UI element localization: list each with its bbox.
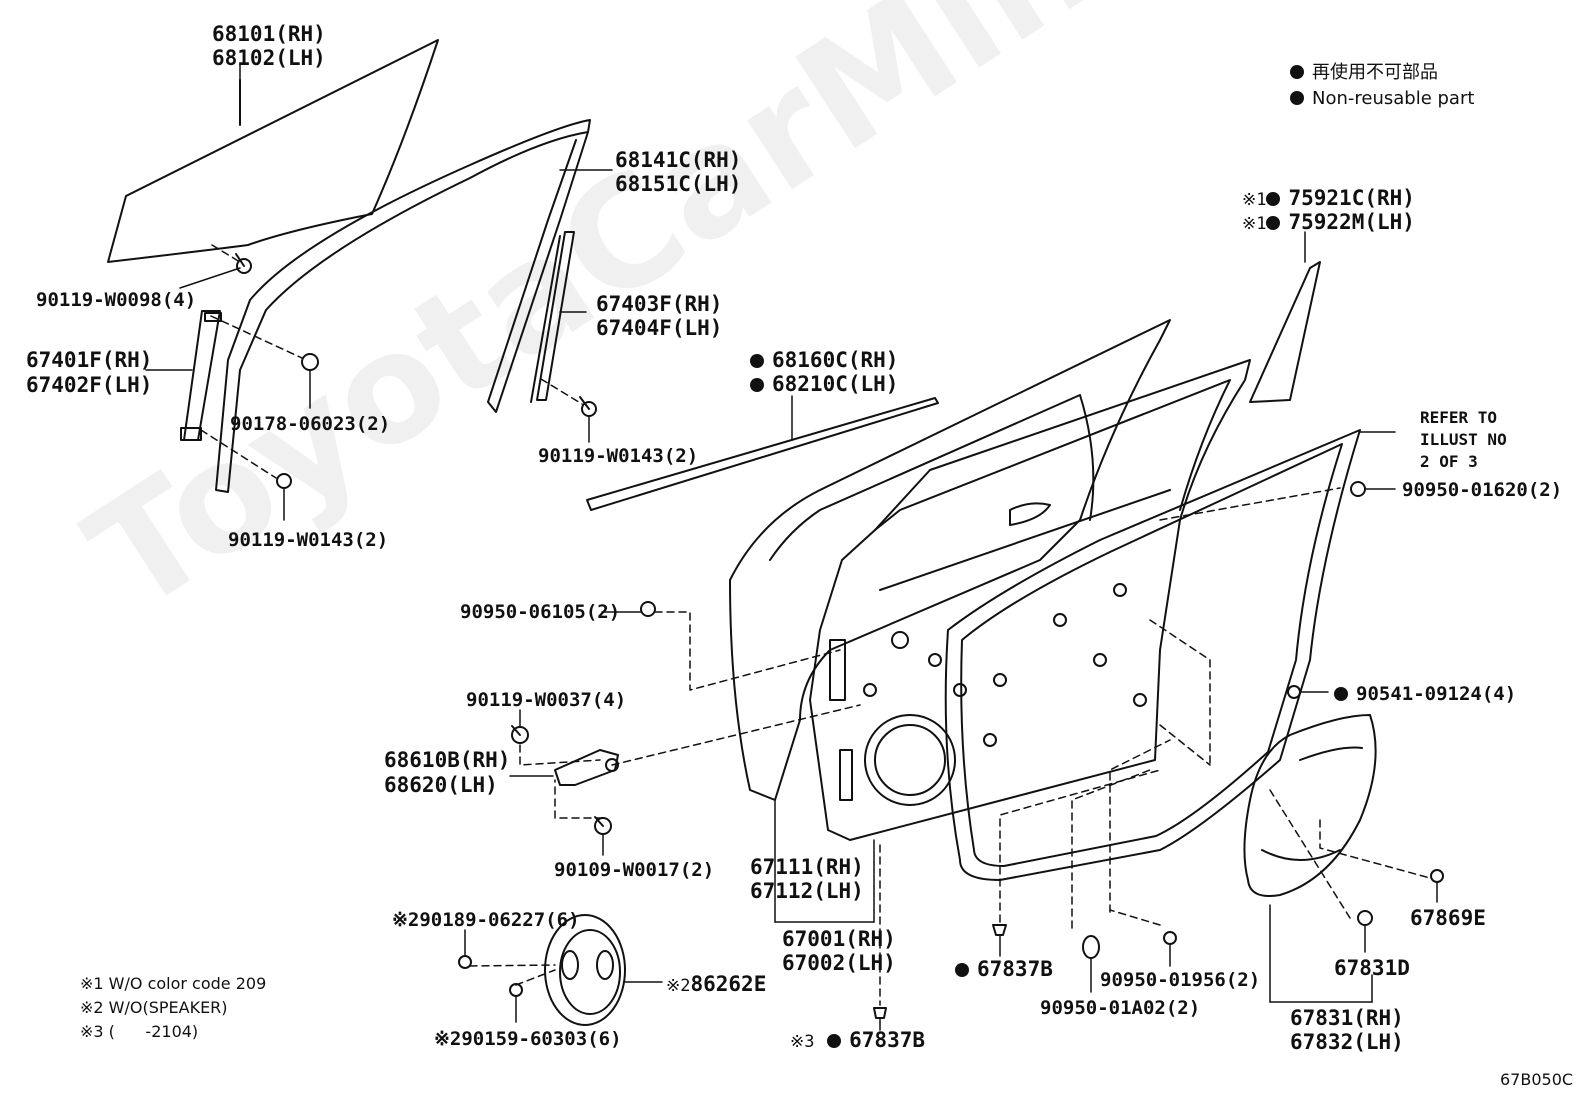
label-speaker[interactable]: ※286262E <box>666 972 767 996</box>
non-reusable-dot-icon <box>955 963 969 977</box>
non-reusable-dot-icon <box>1334 687 1348 701</box>
door-inner-panel-drawing <box>809 359 1251 841</box>
label-rear-channel-lh[interactable]: 67404F(LH) <box>596 316 723 340</box>
note-2: ※2 W/O(SPEAKER) <box>80 998 228 1017</box>
legend-jp: 再使用不可部品 <box>1290 60 1438 86</box>
label-nut-06023[interactable]: 90178-06023(2) <box>230 413 391 435</box>
dashed-guides-top <box>200 244 583 479</box>
label-front-channel-rh[interactable]: 67401F(RH) <box>26 348 153 372</box>
non-reusable-dot-icon <box>750 354 764 368</box>
label-belt-moulding-rh[interactable]: 68160C(RH) <box>750 348 898 373</box>
label-bolt-w0143-b[interactable]: 90119-W0143(2) <box>538 445 699 467</box>
rear-lower-channel-drawing <box>530 231 587 403</box>
non-reusable-dot-icon <box>1266 192 1281 206</box>
dashed-guides <box>469 487 1431 1006</box>
note-1: ※1 W/O color code 209 <box>80 974 267 993</box>
label-door-assy-lh[interactable]: 67002(LH) <box>782 951 896 975</box>
label-service-cover-rh[interactable]: 67831(RH) <box>1290 1006 1404 1030</box>
label-run-channel-rh[interactable]: 68141C(RH) <box>615 148 742 172</box>
label-service-cover-lh[interactable]: 67832(LH) <box>1290 1030 1404 1054</box>
glass-run-drawing <box>215 119 613 493</box>
label-plug-09124[interactable]: 90541-09124(4) <box>1334 682 1516 706</box>
label-check-rh[interactable]: 68610B(RH) <box>384 748 511 772</box>
diagram-code: 67B050C <box>1500 1070 1574 1089</box>
label-panel-lh[interactable]: 67112(LH) <box>750 879 864 903</box>
note-3: ※3 ( -2104) <box>80 1022 199 1041</box>
label-screw-60303[interactable]: ※290159-60303(6) <box>434 1028 622 1050</box>
non-reusable-dot-icon <box>750 378 764 392</box>
label-rear-channel-rh[interactable]: 67403F(RH) <box>596 292 723 316</box>
belt-moulding-drawing <box>586 395 939 511</box>
label-glass-rh[interactable]: 68101(RH) <box>212 22 326 46</box>
outer-panel-drawing <box>729 319 1171 801</box>
label-bolt-w0143-a[interactable]: 90119-W0143(2) <box>228 529 389 551</box>
label-bolt-w0037[interactable]: 90119-W0037(4) <box>466 689 627 711</box>
label-run-channel-lh[interactable]: 68151C(LH) <box>615 172 742 196</box>
garnish-drawing <box>1249 231 1321 403</box>
weatherstrip-drawing <box>944 429 1396 881</box>
speaker-drawing <box>458 914 663 1026</box>
door-check-drawing <box>509 709 619 856</box>
label-check-lh[interactable]: 68620(LH) <box>384 773 498 797</box>
label-plug-01956[interactable]: 90950-01956(2) <box>1100 969 1261 991</box>
label-clip-67837b-3[interactable]: ※3 67837B <box>790 1028 925 1052</box>
label-clip-67837b[interactable]: 67837B <box>955 957 1053 982</box>
label-clip-01620[interactable]: 90950-01620(2) <box>1402 479 1563 501</box>
label-bolt-w0017[interactable]: 90109-W0017(2) <box>554 859 715 881</box>
refer-line-1: REFER TO <box>1420 408 1498 427</box>
label-glass-lh[interactable]: 68102(LH) <box>212 46 326 70</box>
label-front-channel-lh[interactable]: 67402F(LH) <box>26 373 153 397</box>
label-bolt-w0098[interactable]: 90119-W0098(4) <box>36 289 197 311</box>
service-hole-cover-drawing <box>1243 714 1377 897</box>
label-panel-rh[interactable]: 67111(RH) <box>750 855 864 879</box>
label-plug-01a02[interactable]: 90950-01A02(2) <box>1040 997 1201 1019</box>
label-screw-06227[interactable]: ※290189-06227(6) <box>392 909 580 931</box>
label-clip-67831d[interactable]: 67831D <box>1334 956 1410 980</box>
label-brackets <box>774 799 1373 1003</box>
refer-line-3: 2 OF 3 <box>1420 452 1478 471</box>
non-reusable-dot-icon <box>827 1034 842 1048</box>
leader-lines-top <box>179 63 590 521</box>
clips-right <box>601 481 1444 1031</box>
non-reusable-dot-icon <box>1290 91 1304 105</box>
label-clip-67869e[interactable]: 67869E <box>1410 906 1486 930</box>
door-glass-drawing <box>107 39 439 263</box>
non-reusable-dot-icon <box>1290 65 1304 79</box>
refer-line-2: ILLUST NO <box>1420 430 1507 449</box>
front-lower-channel-drawing <box>145 310 222 441</box>
label-plug-06105[interactable]: 90950-06105(2) <box>460 601 621 623</box>
legend-en: Non-reusable part <box>1290 86 1474 112</box>
non-reusable-dot-icon <box>1266 216 1281 230</box>
label-door-assy-rh[interactable]: 67001(RH) <box>782 927 896 951</box>
label-belt-moulding-lh[interactable]: 68210C(LH) <box>750 372 898 397</box>
